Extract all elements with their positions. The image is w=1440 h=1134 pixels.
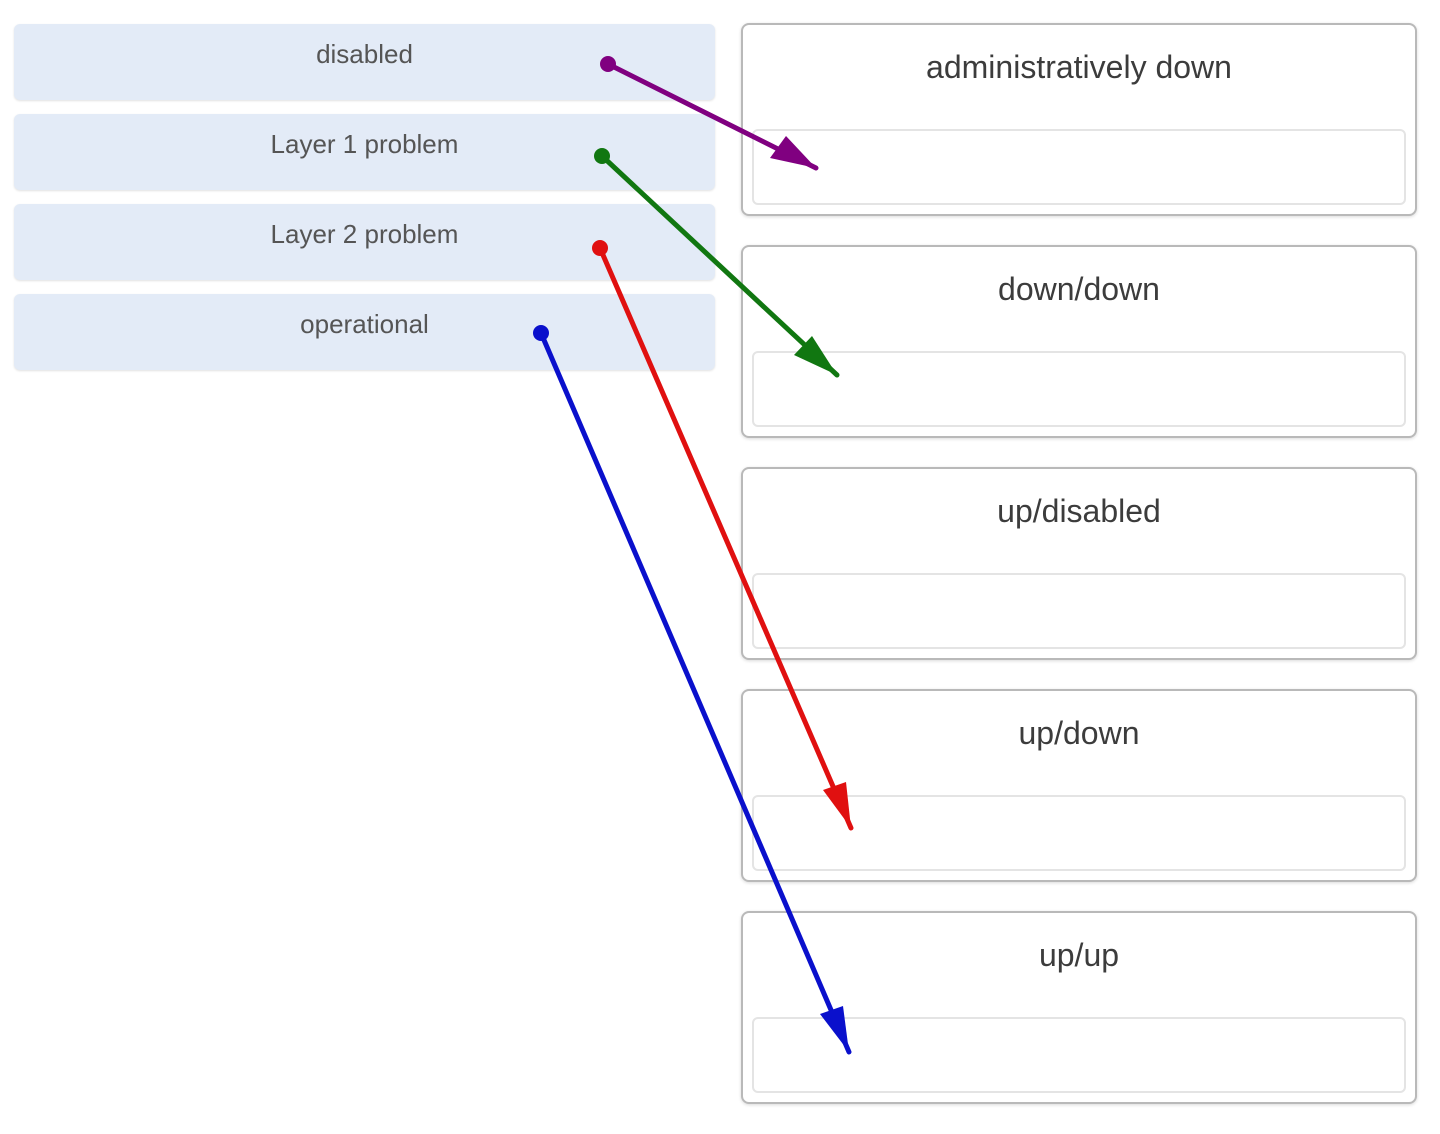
drag-item-label: operational xyxy=(300,308,429,339)
drag-item-layer-1-problem[interactable]: Layer 1 problem xyxy=(14,114,715,190)
drop-zone[interactable] xyxy=(752,1017,1406,1093)
drop-zone[interactable] xyxy=(752,573,1406,649)
target-title: up/up xyxy=(1038,937,1120,973)
drop-zone[interactable] xyxy=(752,351,1406,427)
drop-zone[interactable] xyxy=(752,129,1406,205)
target-title: down/down xyxy=(998,271,1160,307)
target-down-down: down/down xyxy=(741,245,1417,438)
drag-item-disabled[interactable]: disabled xyxy=(14,24,715,100)
target-administratively-down: administratively down xyxy=(741,23,1417,216)
drag-item-layer-2-problem[interactable]: Layer 2 problem xyxy=(14,204,715,280)
target-up-down: up/down xyxy=(741,689,1417,882)
target-up-disabled: up/disabled xyxy=(741,467,1417,660)
drag-item-label: disabled xyxy=(316,38,413,69)
drop-zone[interactable] xyxy=(752,795,1406,871)
target-up-up: up/up xyxy=(741,911,1417,1104)
drag-item-label: Layer 2 problem xyxy=(270,218,459,249)
target-title: up/disabled xyxy=(997,493,1161,529)
target-title: administratively down xyxy=(926,49,1232,85)
drag-item-operational[interactable]: operational xyxy=(14,294,715,370)
target-title: up/down xyxy=(1018,715,1140,751)
drag-item-label: Layer 1 problem xyxy=(270,128,459,159)
